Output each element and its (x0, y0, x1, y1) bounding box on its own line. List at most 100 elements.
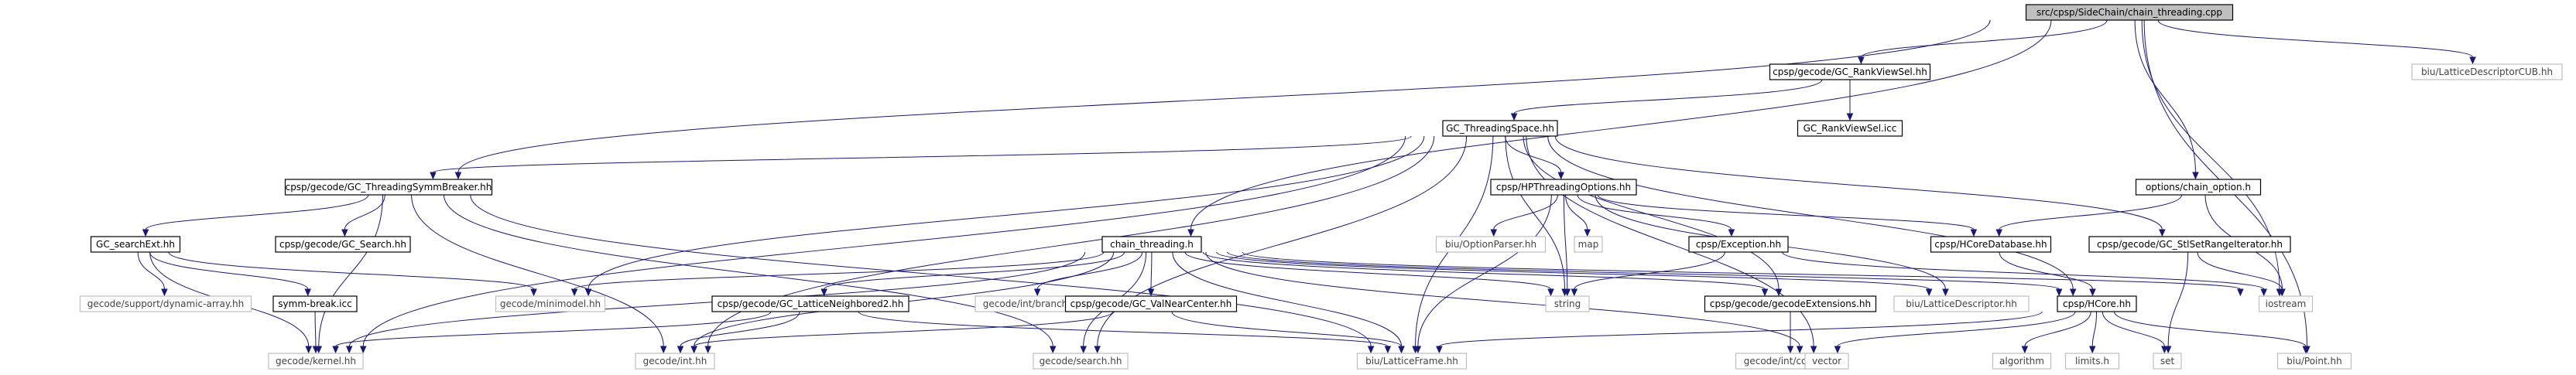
node-latticeframe[interactable]: biu/LatticeFrame.hh (1356, 353, 1468, 370)
edge-line (1782, 251, 2265, 290)
node-gecodesearch[interactable]: gecode/search.hh (1033, 353, 1129, 370)
edge-arrowhead (1564, 288, 1571, 297)
node-exception[interactable]: cpsp/Exception.hh (1688, 236, 1789, 253)
edge-chainthreadingh-to-hcore (1227, 251, 2063, 297)
edge-chainthreadingh-to-valnearcenter (1147, 251, 1155, 297)
node-hcoredb[interactable]: cpsp/HCoreDatabase.hh (1930, 236, 2052, 253)
node-point[interactable]: biu/Point.hh (2276, 353, 2352, 370)
node-box (495, 295, 606, 312)
edge-arrowhead (1490, 229, 1498, 237)
node-symmbreakicc[interactable]: symm-break.icc (272, 295, 358, 312)
edge-line (1554, 135, 2163, 230)
node-stlset[interactable]: cpsp/gecode/GC_StlSetRangeIterator.hh (2088, 236, 2291, 253)
node-label: chain_threading.h (1110, 239, 1194, 250)
edge-threadingspace-to-symmbreaker (430, 135, 1412, 180)
edge-arrowhead (1187, 229, 1194, 237)
node-limits[interactable]: limits.h (2064, 353, 2120, 370)
node-chainoption[interactable]: options/chain_option.h (2135, 179, 2262, 196)
node-label: cpsp/gecode/GC_ThreadingSymmBreaker.hh (286, 182, 492, 193)
node-label: gecode/minimodel.hh (500, 298, 601, 309)
node-rankviewselicc[interactable]: GC_RankViewSel.icc (1797, 120, 1903, 137)
node-label: src/cpsp/SideChain/chain_threading.cpp (2036, 7, 2222, 18)
edge-line (574, 251, 1105, 290)
node-optionparser[interactable]: biu/OptionParser.hh (1435, 236, 1547, 253)
node-kernel[interactable]: gecode/kernel.hh (268, 353, 364, 370)
edge-arrowhead (1080, 346, 1087, 354)
node-box (1064, 295, 1238, 312)
edge-arrowhead (1510, 113, 1518, 121)
edge-arrowhead (1414, 346, 1422, 354)
node-string[interactable]: string (1545, 295, 1590, 312)
node-latticedescriptor[interactable]: biu/LatticeDescriptor.hh (1893, 295, 2030, 312)
edge-hpoptions-to-optionparser (1490, 194, 1558, 237)
node-dynarray[interactable]: gecode/support/dynamic-array.hh (79, 295, 252, 312)
node-searchext[interactable]: GC_searchExt.hh (90, 236, 181, 253)
node-box (1101, 236, 1202, 253)
edge-threadingspace-to-hpoptions (1505, 135, 1564, 180)
edge-arrowhead (2192, 172, 2199, 180)
edge-line (444, 194, 1053, 347)
edge-arrowhead (1398, 346, 1405, 354)
node-box (2258, 295, 2314, 312)
node-iostream[interactable]: iostream (2258, 295, 2314, 312)
node-intbranch[interactable]: gecode/int/branch.hh (975, 295, 1091, 312)
edge-root-to-chainoption (2134, 19, 2199, 180)
edge-line (1565, 194, 1588, 230)
node-gecodeint[interactable]: gecode/int.hh (635, 353, 715, 370)
edge-line (1999, 251, 2094, 290)
node-valnearcenter[interactable]: cpsp/gecode/GC_ValNearCenter.hh (1064, 295, 1238, 312)
node-label: biu/LatticeDescriptor.hh (1906, 298, 2017, 309)
edge-root-to-iostream (2141, 19, 2283, 297)
node-box (1435, 236, 1547, 253)
node-extensions[interactable]: cpsp/gecode/gecodeExtensions.hh (1704, 295, 1877, 312)
edge-line (314, 311, 317, 347)
edge-hcore-to-algorithm (2021, 311, 2091, 354)
edge-hcore-to-limits (2088, 311, 2098, 354)
edge-arrowhead (1858, 56, 1865, 65)
edge-latticeneighbored-to-latticeframe (858, 311, 1392, 354)
edge-line (1150, 251, 1153, 290)
node-vector[interactable]: vector (1804, 353, 1849, 370)
edge-arrowhead (690, 346, 697, 354)
edge-chainthreadingh-to-iostream (1242, 251, 2244, 297)
node-hcore[interactable]: cpsp/HCore.hh (2057, 295, 2137, 312)
edge-line (1202, 251, 1766, 290)
edge-arrowhead (2237, 288, 2244, 297)
edge-chainthreadingh-to-latticedescriptor (1216, 251, 1933, 297)
node-box (711, 295, 909, 312)
node-minimodel[interactable]: gecode/minimodel.hh (495, 295, 606, 312)
node-algorithm[interactable]: algorithm (1992, 353, 2052, 370)
node-chainthreadingh[interactable]: chain_threading.h (1101, 236, 1202, 253)
edge-arrowhead (1796, 346, 1804, 354)
edge-arrowhead (1942, 288, 1949, 297)
edge-line (411, 194, 664, 347)
node-hpoptions[interactable]: cpsp/HPThreadingOptions.hh (1490, 179, 1637, 196)
edge-arrowhead (1584, 229, 1591, 237)
edge-line (1505, 135, 1566, 290)
edge-arrowhead (1834, 346, 1841, 354)
node-box (2276, 353, 2352, 370)
node-box (275, 236, 411, 253)
edge-line (1036, 251, 1143, 290)
node-latticecub[interactable]: biu/LatticeDescriptorCUB.hh (2411, 63, 2563, 80)
node-label: biu/Point.hh (2287, 356, 2341, 366)
node-label: cpsp/gecode/GC_LatticeNeighbored2.hh (718, 298, 904, 309)
edge-layer (137, 19, 2476, 354)
edge-arrowhead (2069, 288, 2077, 297)
edge-arrowhead (304, 288, 311, 297)
node-gcsearch[interactable]: cpsp/gecode/GC_Search.hh (275, 236, 411, 253)
edge-chainthreadingh-to-latticeneighbored (820, 251, 1125, 297)
edge-line (1438, 311, 2043, 347)
node-box (2135, 179, 2262, 196)
node-symmbreaker[interactable]: cpsp/gecode/GC_ThreadingSymmBreaker.hh (284, 179, 493, 196)
node-threadingspace[interactable]: GC_ThreadingSpace.hh (1442, 120, 1558, 137)
edge-latticeneighbored-to-gecodeint (677, 311, 800, 354)
edge-line (1577, 194, 1732, 230)
node-latticeneighbored[interactable]: cpsp/gecode/GC_LatticeNeighbored2.hh (711, 295, 909, 312)
node-map[interactable]: map (1574, 236, 1603, 253)
edge-arrowhead (2088, 346, 2096, 354)
node-rankviewsel[interactable]: cpsp/gecode/GC_RankViewSel.hh (1769, 63, 1931, 80)
node-set[interactable]: set (2153, 353, 2182, 370)
node-root[interactable]: src/cpsp/SideChain/chain_threading.cpp (2025, 4, 2234, 21)
edge-line (2197, 251, 2283, 290)
